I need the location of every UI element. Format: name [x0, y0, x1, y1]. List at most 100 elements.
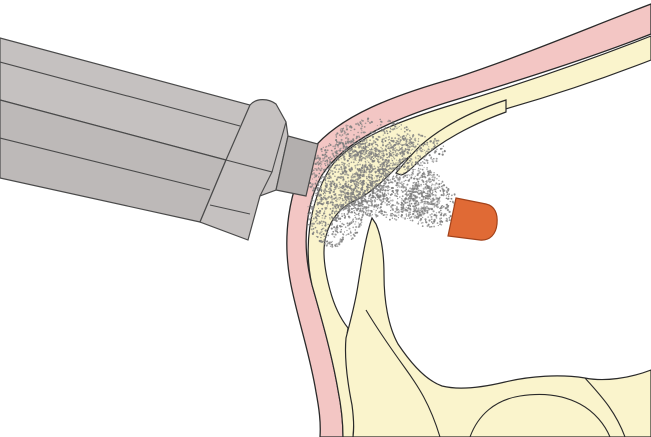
- spray-particle: [436, 215, 437, 216]
- spray-particle: [433, 146, 435, 148]
- spray-particle: [389, 187, 390, 188]
- spray-particle: [419, 165, 421, 167]
- spray-particle: [390, 128, 391, 129]
- spray-particle: [332, 150, 333, 151]
- spray-particle: [353, 210, 355, 212]
- spray-particle: [332, 180, 334, 182]
- spray-particle: [329, 161, 331, 163]
- spray-particle: [368, 147, 369, 148]
- spray-particle: [321, 220, 323, 222]
- spray-particle: [370, 158, 372, 160]
- spray-particle: [390, 213, 391, 214]
- spray-particle: [384, 131, 386, 133]
- spray-particle: [318, 159, 320, 161]
- spray-particle: [338, 168, 340, 170]
- spray-particle: [311, 186, 312, 187]
- spray-particle: [370, 189, 372, 191]
- spray-particle: [377, 160, 379, 162]
- spray-particle: [410, 141, 412, 143]
- spray-particle: [351, 156, 353, 158]
- spray-particle: [377, 184, 379, 186]
- spray-particle: [429, 189, 430, 190]
- spray-particle: [340, 225, 342, 227]
- spray-particle: [346, 146, 347, 147]
- spray-particle: [424, 136, 426, 138]
- spray-particle: [340, 221, 341, 222]
- spray-particle: [347, 174, 349, 176]
- spray-particle: [351, 185, 352, 186]
- spray-particle: [346, 126, 348, 128]
- spray-particle: [343, 128, 344, 129]
- spray-particle: [368, 174, 369, 175]
- spray-particle: [351, 190, 352, 191]
- spray-particle: [312, 185, 313, 186]
- spray-particle: [403, 135, 405, 137]
- spray-particle: [313, 223, 315, 225]
- spray-particle: [344, 170, 346, 172]
- spray-particle: [395, 211, 396, 212]
- spray-particle: [324, 211, 325, 212]
- spray-particle: [397, 198, 398, 199]
- spray-particle: [378, 154, 380, 156]
- spray-particle: [345, 226, 347, 228]
- spray-particle: [335, 227, 337, 229]
- spray-particle: [331, 233, 333, 235]
- spray-particle: [409, 190, 411, 192]
- spray-particle: [410, 138, 412, 140]
- spray-particle: [317, 181, 318, 182]
- spray-particle: [399, 147, 400, 148]
- spray-particle: [412, 185, 414, 187]
- spray-particle: [433, 210, 435, 212]
- spray-particle: [361, 167, 363, 169]
- spray-particle: [394, 167, 396, 169]
- spray-particle: [365, 136, 367, 138]
- spray-particle: [368, 171, 370, 173]
- spray-particle: [379, 152, 381, 154]
- spray-particle: [354, 128, 356, 130]
- spray-particle: [394, 205, 395, 206]
- spray-particle: [366, 151, 367, 152]
- spray-particle: [357, 201, 358, 202]
- spray-particle: [381, 153, 382, 154]
- spray-particle: [350, 130, 351, 131]
- spray-particle: [355, 226, 357, 228]
- spray-particle: [400, 136, 401, 137]
- spray-particle: [417, 181, 419, 183]
- spray-particle: [312, 208, 314, 210]
- spray-particle: [412, 136, 413, 137]
- spray-particle: [340, 150, 341, 151]
- spray-particle: [360, 153, 362, 155]
- spray-particle: [357, 123, 359, 125]
- spray-particle: [356, 155, 357, 156]
- spray-particle: [325, 189, 326, 190]
- spray-particle: [409, 146, 410, 147]
- spray-particle: [325, 215, 327, 217]
- spray-particle: [329, 217, 330, 218]
- spray-particle: [308, 224, 309, 225]
- spray-particle: [441, 218, 442, 219]
- spray-particle: [443, 145, 444, 146]
- spray-particle: [441, 183, 442, 184]
- spray-particle: [405, 201, 407, 203]
- spray-particle: [365, 139, 367, 141]
- spray-particle: [424, 159, 425, 160]
- spray-particle: [422, 149, 423, 150]
- spray-particle: [352, 227, 354, 229]
- spray-particle: [339, 210, 341, 212]
- spray-particle: [335, 230, 337, 232]
- spray-particle: [336, 164, 338, 166]
- spray-particle: [356, 160, 357, 161]
- spray-particle: [390, 153, 391, 154]
- spray-particle: [356, 194, 358, 196]
- spray-particle: [346, 222, 348, 224]
- spray-particle: [380, 189, 382, 191]
- spray-particle: [369, 139, 371, 141]
- spray-particle: [416, 191, 418, 193]
- spray-particle: [381, 213, 383, 215]
- spray-particle: [409, 201, 410, 202]
- spray-particle: [440, 210, 442, 212]
- spray-particle: [418, 193, 420, 195]
- spray-particle: [367, 179, 369, 181]
- spray-particle: [335, 144, 336, 145]
- spray-particle: [433, 220, 435, 222]
